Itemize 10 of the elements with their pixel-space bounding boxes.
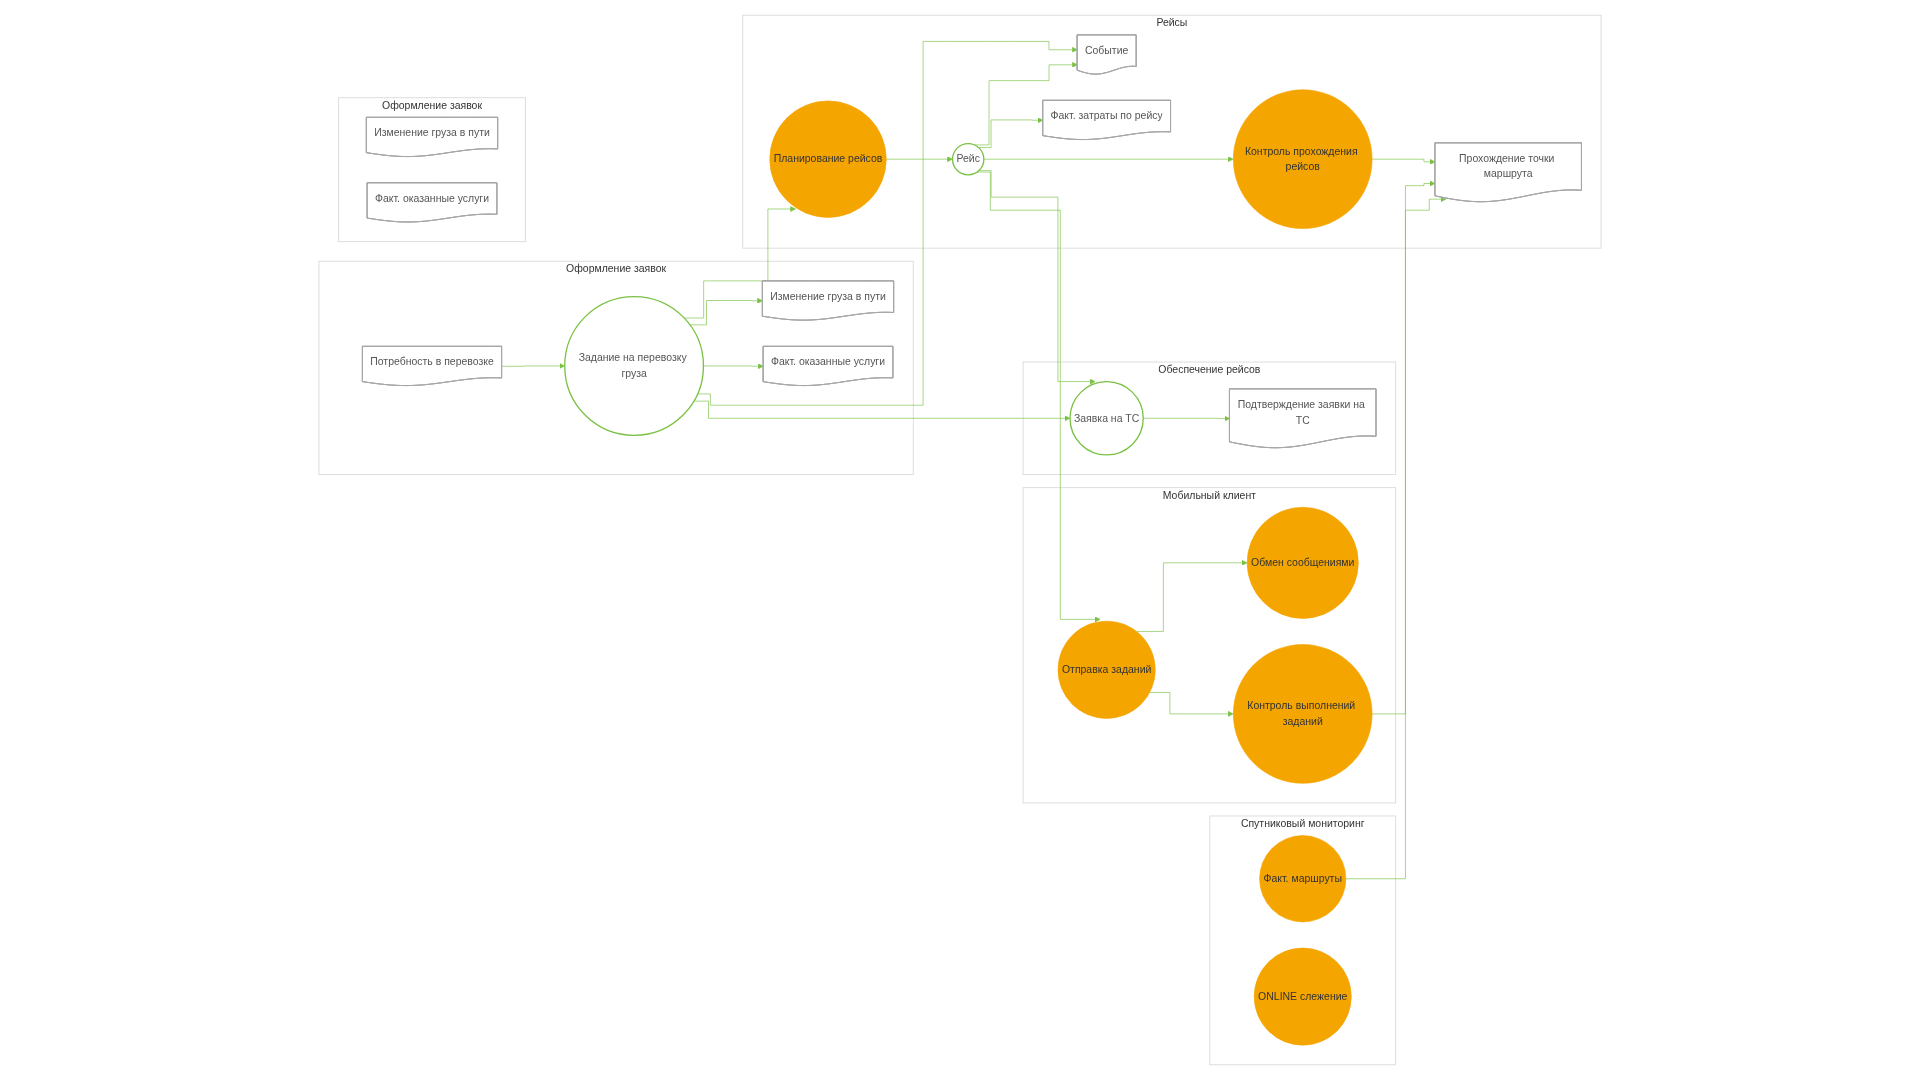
node-circle: Отправка заданий <box>1057 620 1156 719</box>
node-circle: Заявка на ТС <box>1069 381 1144 456</box>
node-circle: Рейс <box>951 142 985 176</box>
node-circle: ONLINE слежение <box>1253 947 1352 1046</box>
node-circle: Задание на перевозку груза <box>564 295 705 436</box>
node-circle: Планирование рейсов <box>769 100 887 218</box>
node-circle: Контроль прохождения рейсов <box>1233 89 1373 229</box>
node-circle: Обмен сообщениями <box>1246 506 1359 619</box>
node-circle: Контроль выполнений заданий <box>1233 644 1373 784</box>
node-circle: Факт. маршруты <box>1259 835 1347 923</box>
